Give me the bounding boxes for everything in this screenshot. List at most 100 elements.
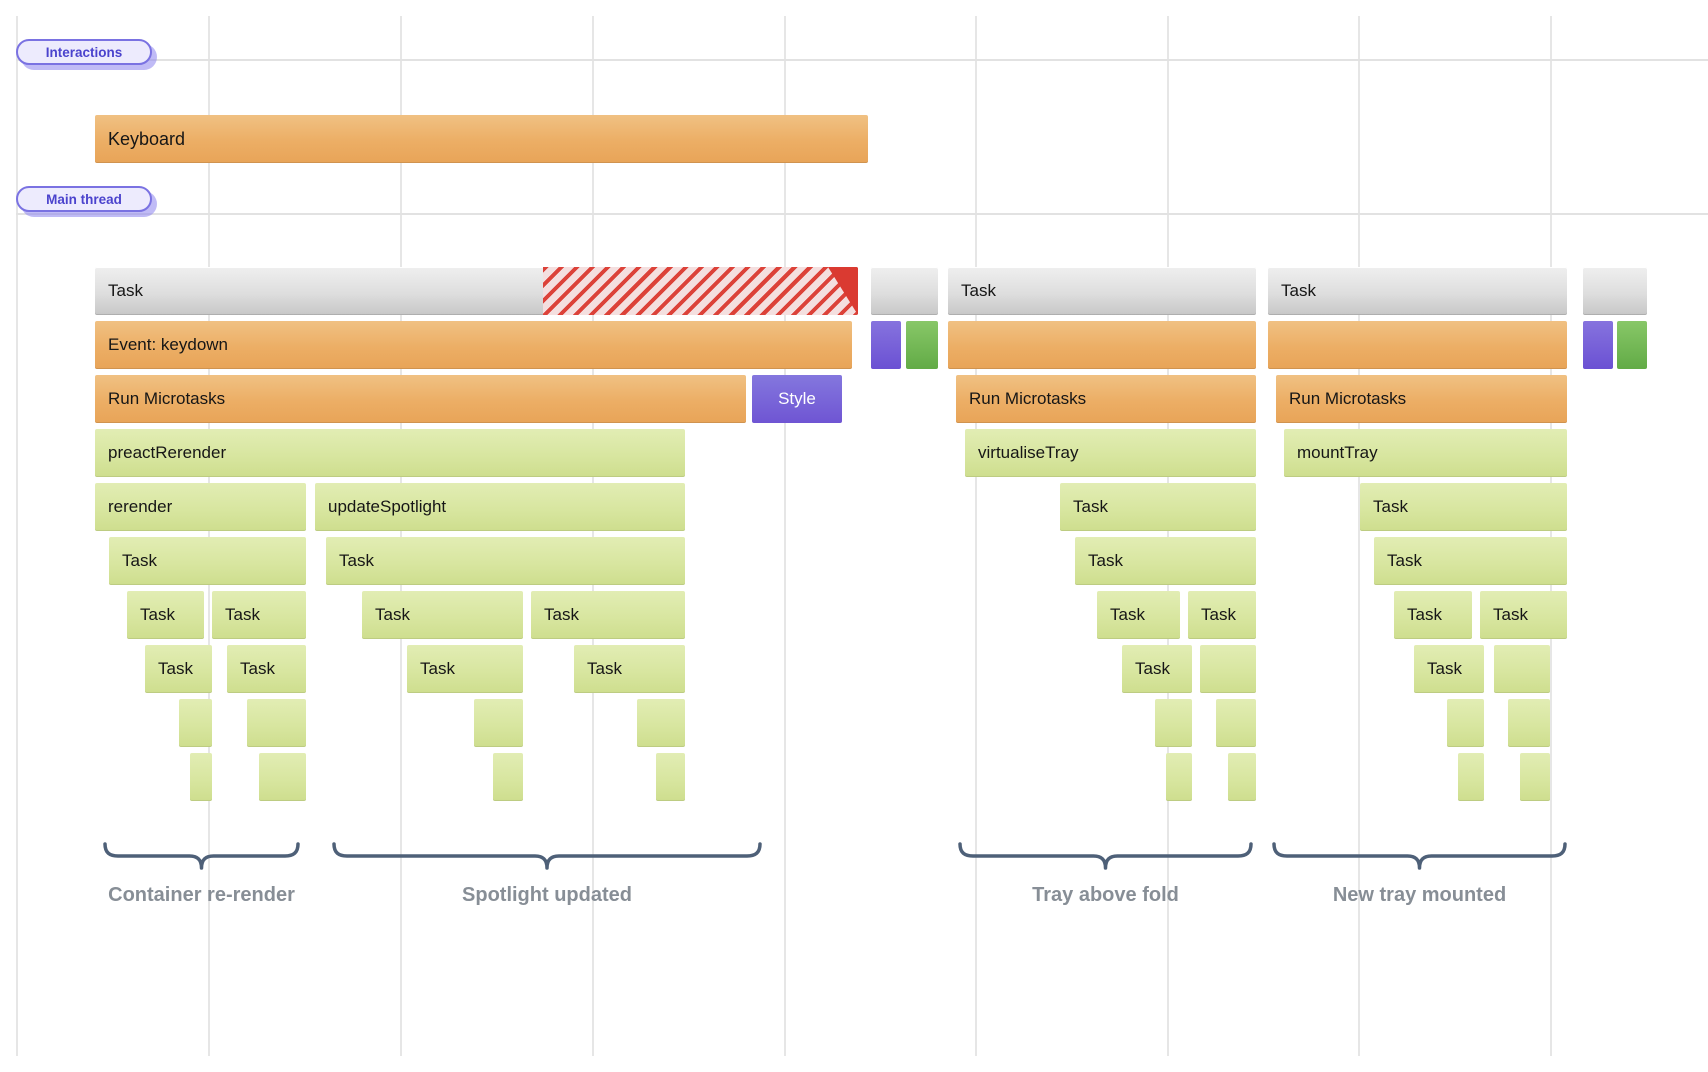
flame-bar-label: Task xyxy=(544,605,579,624)
annotation-label: Container re-render xyxy=(108,884,295,906)
flame-bar-unlabeled[interactable] xyxy=(948,321,1256,369)
flame-bar-mounttray[interactable]: mountTray xyxy=(1284,429,1567,477)
flame-bar-virtualisetray[interactable]: virtualiseTray xyxy=(965,429,1256,477)
brace-icon xyxy=(958,840,1253,872)
main-thread-track-label: Main thread xyxy=(46,191,122,207)
flame-bar-label: Task xyxy=(225,605,260,624)
main-thread-track-pill[interactable]: Main thread xyxy=(16,186,152,212)
flame-bar-task[interactable]: Task xyxy=(95,267,858,315)
flame-bar-unlabeled[interactable] xyxy=(1447,699,1484,747)
flame-bar-task[interactable]: Task xyxy=(407,645,523,693)
flame-bar-label: Task xyxy=(961,281,996,300)
flame-bar-task[interactable]: Task xyxy=(145,645,212,693)
flame-bar-label: Keyboard xyxy=(108,128,186,149)
flame-bar-run-microtasks[interactable]: Run Microtasks xyxy=(956,375,1256,423)
flame-bar-task[interactable]: Task xyxy=(1374,537,1567,585)
flame-bar-label: Task xyxy=(1201,605,1236,624)
flame-bar-task[interactable]: Task xyxy=(109,537,306,585)
horizontal-gridline xyxy=(16,213,1708,215)
flame-bar-task[interactable]: Task xyxy=(212,591,306,639)
flame-bar-unlabeled[interactable] xyxy=(493,753,523,801)
flame-bar-task[interactable]: Task xyxy=(1394,591,1472,639)
flame-bar-label: Task xyxy=(339,551,374,570)
flame-bar-task[interactable]: Task xyxy=(362,591,523,639)
flame-bar-unlabeled[interactable] xyxy=(259,753,306,801)
flame-bar-label: Task xyxy=(1493,605,1528,624)
flame-bar-run-microtasks[interactable]: Run Microtasks xyxy=(95,375,746,423)
flame-bar-task[interactable]: Task xyxy=(1188,591,1256,639)
flame-bar-task[interactable]: Task xyxy=(326,537,685,585)
flame-bar-run-microtasks[interactable]: Run Microtasks xyxy=(1276,375,1567,423)
flame-bar-style[interactable]: Style xyxy=(752,375,842,423)
vertical-gridline xyxy=(592,16,594,1056)
flame-bar-unlabeled[interactable] xyxy=(871,267,938,315)
flame-bar-unlabeled[interactable] xyxy=(1617,321,1647,369)
brace-icon xyxy=(332,840,762,872)
brace-icon xyxy=(103,840,300,872)
flame-bar-label: preactRerender xyxy=(108,443,227,462)
flame-bar-label: Task xyxy=(1135,659,1170,678)
flame-bar-keyboard[interactable]: Keyboard xyxy=(95,115,868,163)
flame-bar-task[interactable]: Task xyxy=(227,645,306,693)
flame-bar-task[interactable]: Task xyxy=(1060,483,1256,531)
flame-bar-rerender[interactable]: rerender xyxy=(95,483,306,531)
flame-bar-unlabeled[interactable] xyxy=(1155,699,1192,747)
flame-bar-task[interactable]: Task xyxy=(531,591,685,639)
flame-bar-unlabeled[interactable] xyxy=(1200,645,1256,693)
flame-bar-unlabeled[interactable] xyxy=(179,699,212,747)
flame-bar-task[interactable]: Task xyxy=(948,267,1256,315)
annotation-label: Tray above fold xyxy=(1032,884,1179,906)
flame-bar-task[interactable]: Task xyxy=(127,591,204,639)
flame-bar-updatespotlight[interactable]: updateSpotlight xyxy=(315,483,685,531)
flame-bar-task[interactable]: Task xyxy=(1122,645,1192,693)
flame-bar-label: Task xyxy=(140,605,175,624)
vertical-gridline xyxy=(16,16,18,1056)
flame-bar-task[interactable]: Task xyxy=(574,645,685,693)
flame-bar-label: Task xyxy=(375,605,410,624)
flame-bar-label: Task xyxy=(1407,605,1442,624)
interactions-track-label: Interactions xyxy=(45,44,123,60)
flame-bar-label: Task xyxy=(1281,281,1316,300)
brace-icon xyxy=(1272,840,1567,872)
flame-bar-unlabeled[interactable] xyxy=(906,321,938,369)
flame-bar-label: Run Microtasks xyxy=(108,389,226,408)
flame-bar-unlabeled[interactable] xyxy=(637,699,685,747)
flame-bar-unlabeled[interactable] xyxy=(247,699,306,747)
flame-bar-event-keydown[interactable]: Event: keydown xyxy=(95,321,852,369)
flame-bar-unlabeled[interactable] xyxy=(1494,645,1550,693)
vertical-gridline xyxy=(784,16,786,1056)
flame-bar-label: Task xyxy=(1387,551,1422,570)
flame-bar-unlabeled[interactable] xyxy=(1216,699,1256,747)
flame-bar-unlabeled[interactable] xyxy=(1583,321,1613,369)
flame-bar-label: Task xyxy=(420,659,455,678)
flame-bar-label: Task xyxy=(1110,605,1145,624)
flame-bar-label: Run Microtasks xyxy=(969,389,1087,408)
flame-bar-unlabeled[interactable] xyxy=(1458,753,1484,801)
flame-bar-label: Task xyxy=(587,659,622,678)
flame-bar-unlabeled[interactable] xyxy=(1228,753,1256,801)
interactions-track-pill[interactable]: Interactions xyxy=(16,39,152,65)
flame-bar-task[interactable]: Task xyxy=(1075,537,1256,585)
long-task-hatch xyxy=(543,267,858,315)
flame-bar-task[interactable]: Task xyxy=(1360,483,1567,531)
flame-bar-preactrerender[interactable]: preactRerender xyxy=(95,429,685,477)
flame-bar-label: Task xyxy=(1427,659,1462,678)
flame-bar-unlabeled[interactable] xyxy=(1583,267,1647,315)
flame-bar-label: Task xyxy=(1088,551,1123,570)
flame-bar-task[interactable]: Task xyxy=(1097,591,1180,639)
flame-bar-unlabeled[interactable] xyxy=(656,753,685,801)
flame-bar-unlabeled[interactable] xyxy=(1508,699,1550,747)
flame-bar-task[interactable]: Task xyxy=(1414,645,1484,693)
flame-bar-label: updateSpotlight xyxy=(328,497,447,516)
flame-bar-unlabeled[interactable] xyxy=(1520,753,1550,801)
flame-bar-label: Task xyxy=(1073,497,1108,516)
flame-bar-task[interactable]: Task xyxy=(1268,267,1567,315)
flame-bar-unlabeled[interactable] xyxy=(190,753,212,801)
flame-bar-unlabeled[interactable] xyxy=(1166,753,1192,801)
flame-bar-unlabeled[interactable] xyxy=(1268,321,1567,369)
flame-bar-label: Task xyxy=(158,659,193,678)
flame-bar-label: Style xyxy=(778,389,816,408)
flame-bar-task[interactable]: Task xyxy=(1480,591,1567,639)
flame-bar-unlabeled[interactable] xyxy=(871,321,901,369)
flame-bar-unlabeled[interactable] xyxy=(474,699,523,747)
